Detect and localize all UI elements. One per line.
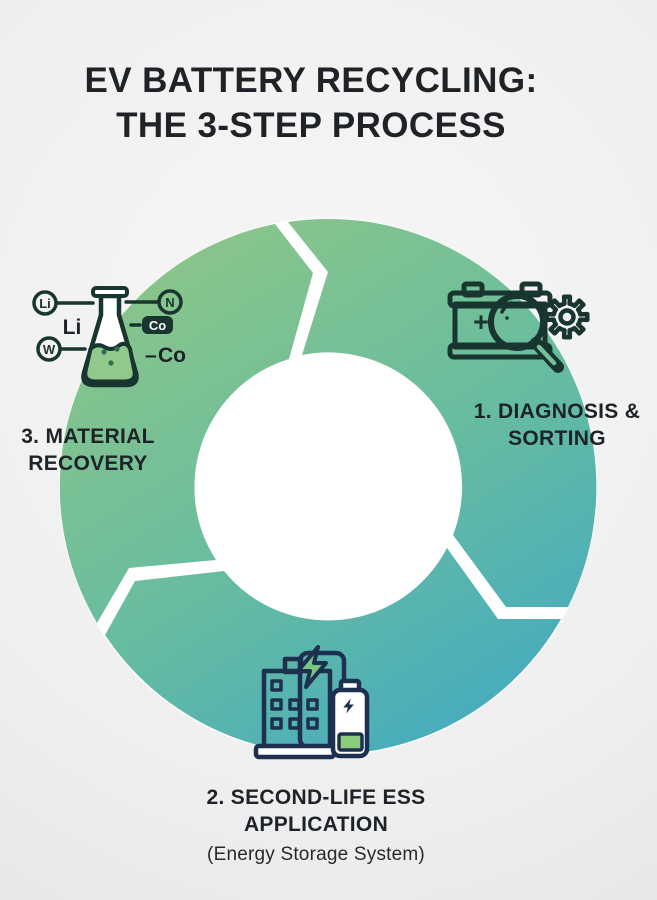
flask-elements-icon: Li W N Li Co – Co — [32, 286, 186, 388]
lightning-bolt-icon — [296, 645, 328, 689]
element-label-co-pill: Co — [149, 318, 166, 333]
building-base — [253, 743, 337, 760]
flask-icon — [81, 286, 139, 388]
element-label-w: W — [43, 342, 56, 357]
title-line-1: EV BATTERY RECYCLING: — [84, 61, 538, 100]
liquid-dot — [101, 349, 107, 355]
battery-charge-level — [337, 732, 364, 752]
step-label-line: SORTING — [508, 427, 606, 450]
liquid-dot — [114, 346, 120, 352]
step-label-line: 1. DIAGNOSIS & — [473, 400, 641, 423]
step-label-line: 2. SECOND-LIFE ESS — [206, 786, 426, 809]
window — [306, 698, 319, 711]
element-label-co-plain: Co — [158, 344, 186, 367]
window — [288, 698, 301, 711]
step-label-line: APPLICATION — [243, 813, 389, 836]
liquid-dot — [108, 360, 114, 366]
window — [288, 717, 301, 730]
window — [306, 717, 319, 730]
element-label-n: N — [165, 295, 174, 310]
magnifier-lens — [488, 293, 546, 351]
element-circle-n — [157, 289, 183, 315]
window — [270, 698, 283, 711]
gear-icon — [544, 294, 590, 340]
flask-rim — [91, 286, 129, 298]
step-label-line: RECOVERY — [28, 452, 148, 475]
step-label-line: 3. MATERIAL — [21, 425, 155, 448]
element-label-co-dash: – — [145, 344, 157, 367]
element-label-li: Li — [39, 296, 51, 311]
ess-battery-icon — [330, 678, 370, 759]
magnifier-handle-inner — [536, 344, 557, 366]
building-battery-icon — [253, 645, 370, 760]
building-windows — [270, 679, 319, 730]
page-title: EV BATTERY RECYCLING: THE 3-STEP PROCESS — [0, 58, 622, 148]
battery-magnifier-gear-icon: + — [447, 281, 590, 373]
step-label-ess: 2. SECOND-LIFE ESS APPLICATION (Energy S… — [164, 784, 468, 868]
lens-dot — [505, 316, 509, 320]
title-line-2: THE 3-STEP PROCESS — [116, 106, 506, 145]
window — [270, 717, 283, 730]
ring-segment-diagnosis — [288, 218, 597, 608]
element-label-li-plain: Li — [63, 316, 82, 339]
lens-highlight — [500, 301, 513, 314]
step-label-diagnosis: 1. DIAGNOSIS & SORTING — [458, 398, 656, 452]
gear-hole — [558, 308, 576, 326]
battery-plus-symbol: + — [473, 307, 489, 337]
window — [270, 679, 283, 692]
step-label-material: 3. MATERIAL RECOVERY — [0, 423, 184, 477]
battery-bolt-glyph — [343, 698, 354, 714]
element-pill-co — [142, 316, 173, 334]
element-circle-w — [36, 336, 62, 362]
step-label-subtitle: (Energy Storage System) — [207, 844, 425, 865]
magnifier-icon — [488, 293, 564, 373]
element-circle-li — [32, 290, 58, 316]
gear-teeth — [544, 294, 590, 340]
